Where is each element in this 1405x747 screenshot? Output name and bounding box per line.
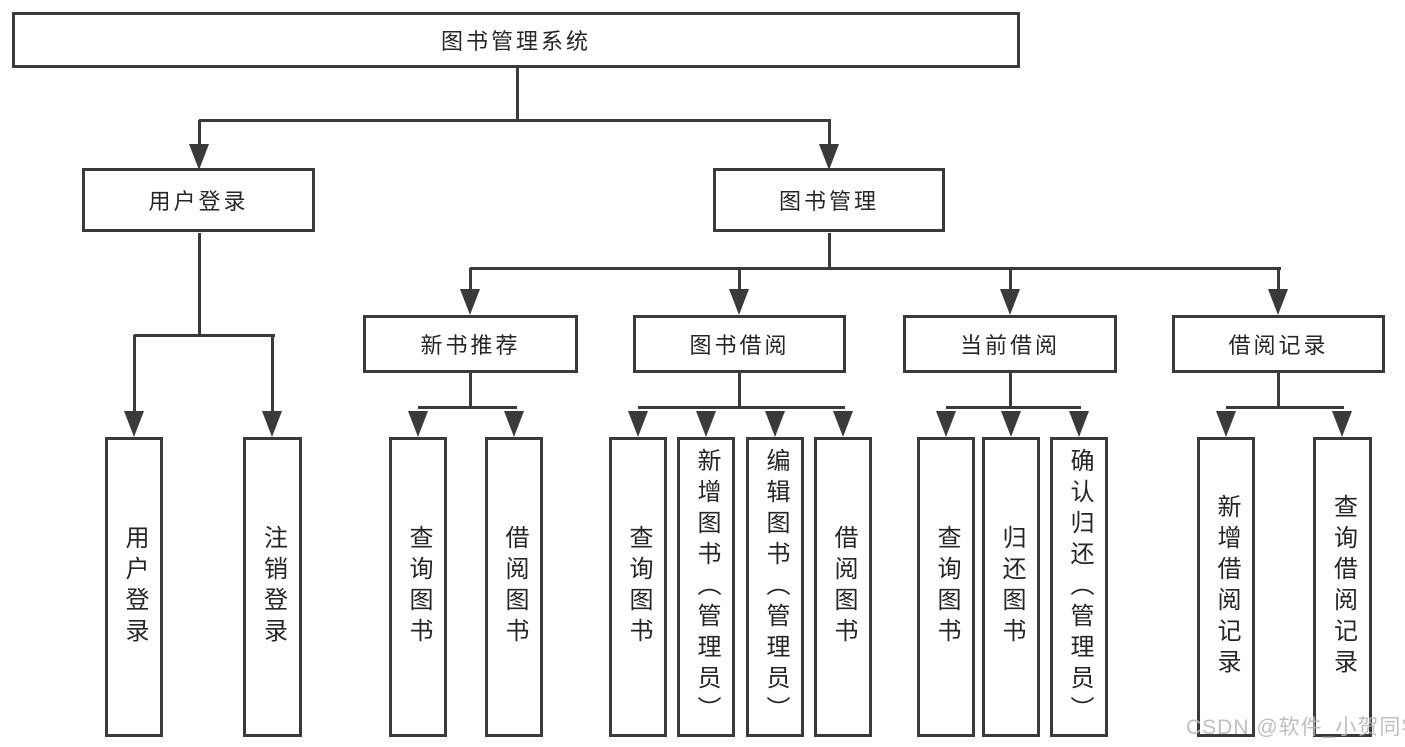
connector-line (469, 268, 472, 291)
arrow-down-icon (262, 411, 282, 437)
node-label: 用户登录 (148, 189, 249, 214)
node-root: 图书管理系统 (12, 12, 1020, 68)
node-label: 图书管理 (778, 189, 879, 214)
node-book-borrowing: 图书借阅 (633, 315, 846, 373)
connector-line (1009, 373, 1012, 409)
arrow-down-icon (765, 411, 785, 437)
leaf-current-return-books: 归还图书 (982, 437, 1040, 737)
leaf-recommend-query-books: 查询图书 (389, 437, 447, 737)
connector-line (1226, 406, 1344, 409)
connector-line (271, 335, 274, 413)
connector-line (469, 373, 472, 409)
connector-line (199, 119, 831, 122)
connector-line (470, 267, 1281, 270)
arrow-down-icon (936, 411, 956, 437)
arrow-down-icon (1000, 289, 1020, 315)
node-current-borrowing: 当前借阅 (903, 315, 1117, 373)
connector-line (198, 120, 201, 148)
node-label: 借阅图书 (501, 525, 528, 649)
leaf-logout: 注销登录 (243, 437, 302, 737)
node-label: 编辑图书（管理员） (762, 447, 789, 727)
node-label: 注销登录 (259, 525, 287, 649)
node-label: 新增借阅记录 (1213, 494, 1240, 680)
node-new-book-recommendation: 新书推荐 (363, 315, 578, 373)
node-label: 查询图书 (933, 525, 960, 649)
node-label: 用户登录 (121, 525, 148, 649)
connector-line (638, 406, 845, 409)
leaf-records-add-record: 新增借阅记录 (1197, 437, 1255, 737)
leaf-borrow-add-books-admin: 新增图书（管理员） (677, 437, 735, 737)
arrow-down-icon (1001, 411, 1021, 437)
node-label: 图书管理系统 (440, 29, 591, 54)
node-label: 图书借阅 (689, 333, 790, 358)
connector-line (516, 68, 519, 122)
connector-line (198, 233, 201, 337)
arrow-down-icon (729, 289, 749, 315)
connector-line (1277, 268, 1280, 291)
arrow-down-icon (189, 144, 209, 170)
arrow-down-icon (696, 411, 716, 437)
leaf-borrow-borrow-books: 借阅图书 (814, 437, 872, 737)
node-label: 借阅图书 (830, 525, 857, 649)
leaf-records-query-record: 查询借阅记录 (1313, 437, 1372, 737)
connector-line (738, 268, 741, 291)
node-label: 新书推荐 (420, 333, 521, 358)
connector-line (1009, 268, 1012, 291)
arrow-down-icon (124, 411, 144, 437)
arrow-down-icon (1216, 411, 1236, 437)
leaf-current-confirm-return-admin: 确认归还（管理员） (1050, 437, 1108, 737)
node-label: 查询借阅记录 (1329, 494, 1357, 680)
connector-line (134, 334, 275, 337)
node-label: 借阅记录 (1228, 333, 1329, 358)
node-label: 当前借阅 (959, 333, 1060, 358)
leaf-user-login: 用户登录 (105, 437, 163, 737)
node-book-management: 图书管理 (713, 168, 945, 232)
connector-line (828, 120, 831, 148)
arrow-down-icon (504, 411, 524, 437)
arrow-down-icon (833, 411, 853, 437)
node-label: 新增图书（管理员） (693, 447, 720, 727)
arrow-down-icon (408, 411, 428, 437)
arrow-down-icon (460, 289, 480, 315)
node-borrowing-records: 借阅记录 (1172, 315, 1385, 373)
node-user-login: 用户登录 (82, 168, 315, 232)
node-label: 查询图书 (405, 525, 432, 649)
connector-line (738, 373, 741, 409)
leaf-recommend-borrow-books: 借阅图书 (485, 437, 543, 737)
arrow-down-icon (819, 144, 839, 170)
leaf-current-query-books: 查询图书 (917, 437, 975, 737)
node-label: 归还图书 (998, 525, 1025, 649)
connector-line (1277, 373, 1280, 409)
leaf-borrow-edit-books-admin: 编辑图书（管理员） (746, 437, 804, 737)
arrow-down-icon (1332, 411, 1352, 437)
connector-line (418, 406, 517, 409)
connector-line (946, 406, 1081, 409)
node-label: 确认归还（管理员） (1066, 447, 1093, 727)
arrow-down-icon (1268, 289, 1288, 315)
connector-line (828, 233, 831, 270)
arrow-down-icon (1069, 411, 1089, 437)
leaf-borrow-query-books: 查询图书 (609, 437, 667, 737)
node-label: 查询图书 (625, 525, 652, 649)
watermark: CSDN @软件_小贺同学 (1186, 716, 1405, 739)
arrow-down-icon (628, 411, 648, 437)
connector-line (133, 335, 136, 413)
